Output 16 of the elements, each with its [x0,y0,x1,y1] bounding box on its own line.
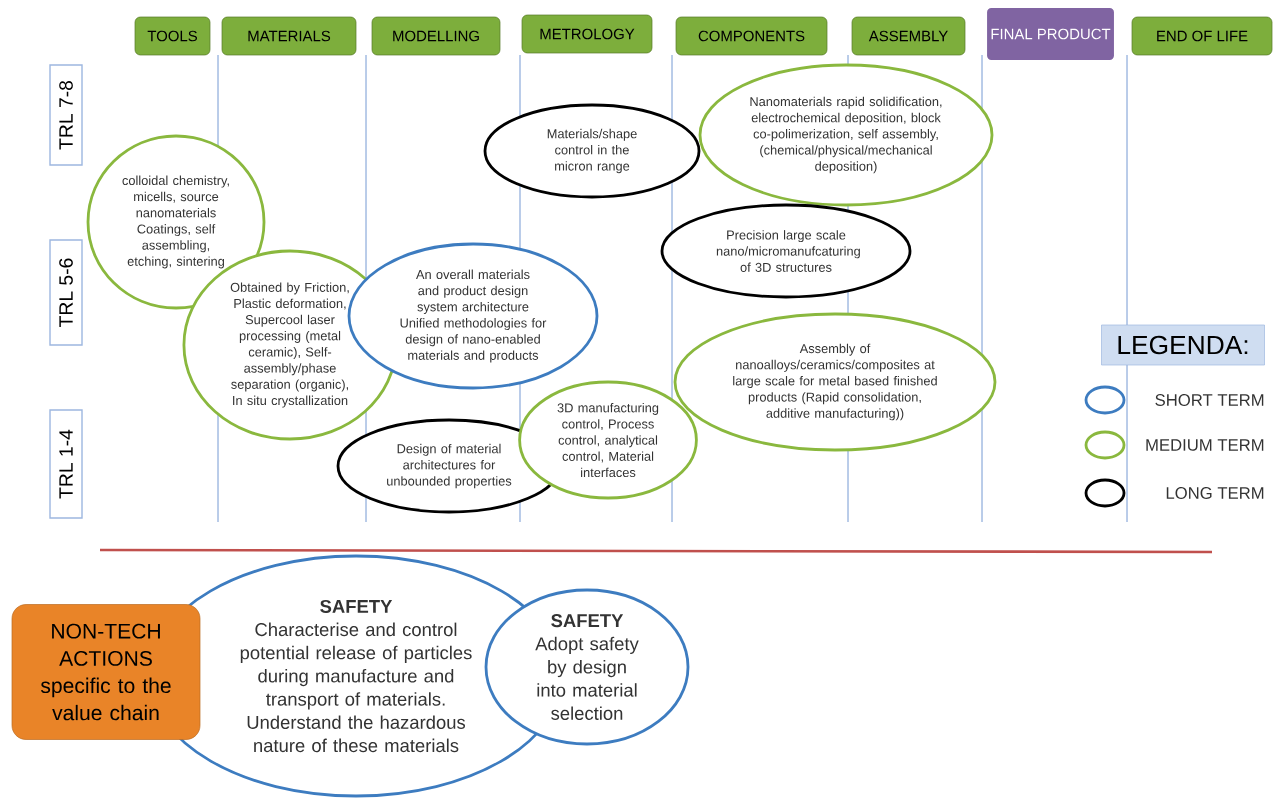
column-header: COMPONENTS [675,16,828,56]
column-header: TOOLS [134,16,211,56]
column-header: END OF LIFE [1131,16,1273,56]
level-box: TRL 5-6 [49,239,83,346]
legend-title-box: LEGENDA: [1101,324,1265,366]
legend-label: SHORT TERM [1155,394,1264,406]
column-header: FINAL PRODUCT [984,5,1117,63]
column-header: ASSEMBLY [851,16,966,56]
level-box: TRL 7-8 [49,64,83,166]
column-header: MATERIALS [221,16,357,56]
legend-label: LONG TERM [1166,487,1264,499]
column-header: MODELLING [371,16,501,56]
level-box: TRL 1-4 [49,409,83,519]
legend-label: MEDIUM TERM [1146,439,1264,451]
column-header: METROLOGY [521,14,653,54]
action-box: NON-TECH ACTIONS specific to the value chain [11,604,201,740]
